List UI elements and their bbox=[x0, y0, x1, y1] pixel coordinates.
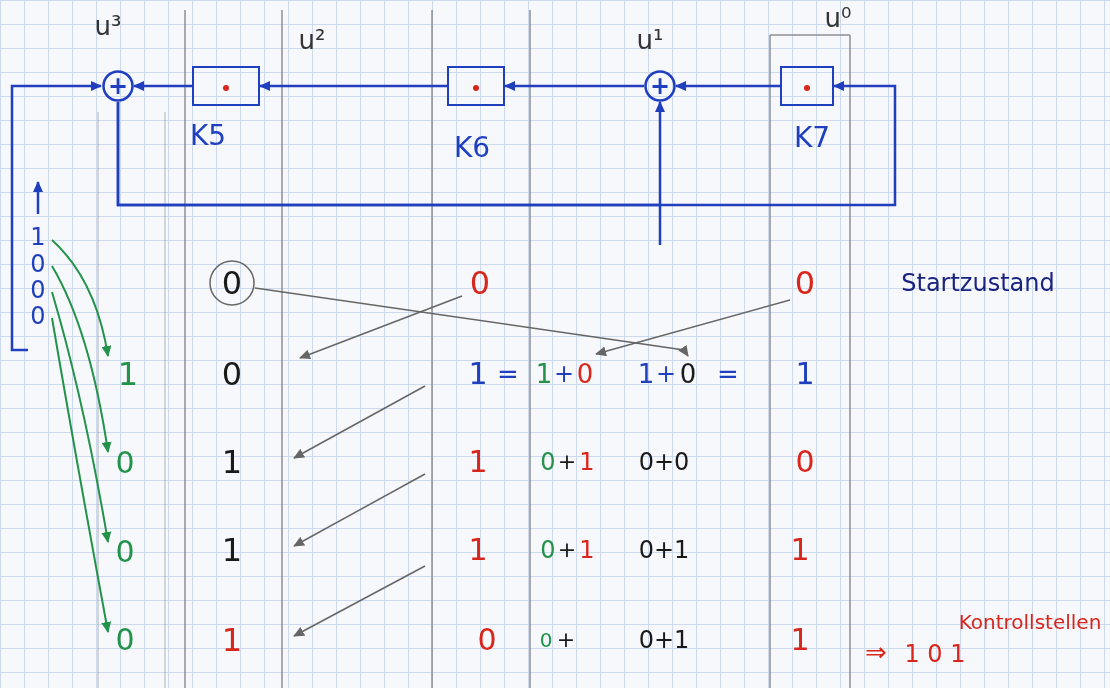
xor-outline bbox=[646, 72, 675, 101]
calc-term: + bbox=[654, 361, 678, 387]
state-bit: 1 bbox=[220, 623, 244, 657]
register-dot bbox=[804, 85, 810, 91]
calc-term: 1 bbox=[636, 360, 657, 388]
state-bit: 1 bbox=[793, 358, 816, 390]
register-name: K7 bbox=[794, 124, 830, 152]
input-shift-arrow bbox=[52, 292, 108, 542]
feedback-wire bbox=[676, 85, 780, 88]
calc-term: + bbox=[555, 628, 577, 652]
state-bit: 1 bbox=[466, 358, 489, 390]
shift-arrows bbox=[52, 240, 108, 632]
calc-term: 0 bbox=[538, 629, 555, 651]
input-bit: 0 bbox=[113, 447, 136, 479]
state-bit: 1 bbox=[466, 534, 489, 566]
xor-symbol: + bbox=[108, 74, 128, 98]
start-circle bbox=[210, 261, 254, 305]
register-dot bbox=[473, 85, 479, 91]
xor-symbol: + bbox=[650, 74, 670, 98]
input-bit: 1 bbox=[116, 357, 140, 391]
state-bit: 0 bbox=[220, 357, 244, 391]
pencil-arrow bbox=[294, 474, 425, 546]
check-bits: 1 0 1 bbox=[902, 641, 967, 667]
state-bit: 1 bbox=[466, 446, 489, 478]
state-bit: 0 bbox=[793, 446, 816, 478]
feedback-wire bbox=[260, 85, 447, 88]
input-wire bbox=[12, 86, 660, 350]
register-dot bbox=[223, 85, 229, 91]
column-line bbox=[770, 35, 850, 688]
calc-term: = bbox=[495, 360, 521, 388]
register-name: K6 bbox=[454, 134, 490, 162]
input-shift-arrow bbox=[52, 266, 108, 452]
feedback-wire bbox=[134, 85, 192, 88]
pencil-arrow bbox=[294, 386, 425, 458]
calc-term: 1 bbox=[534, 360, 555, 388]
column-heading: u¹ bbox=[635, 26, 666, 54]
input-bit: 0 bbox=[28, 303, 47, 329]
state-bit: 1 bbox=[788, 624, 811, 656]
input-bit: 0 bbox=[113, 536, 136, 568]
input-direction-arrow bbox=[37, 182, 40, 214]
calc-term: 0+1 bbox=[637, 627, 692, 653]
calc-term: 0+0 bbox=[637, 449, 692, 475]
column-heading: u³ bbox=[93, 12, 124, 40]
pencil-arrow bbox=[294, 566, 425, 636]
calc-term: 0 bbox=[538, 537, 557, 563]
input-shift-arrow bbox=[52, 318, 108, 632]
wire-stub bbox=[659, 205, 662, 245]
pencil-arrows bbox=[210, 261, 790, 636]
column-heading: u² bbox=[297, 26, 328, 54]
column-line bbox=[432, 10, 530, 688]
calc-term: + bbox=[556, 450, 578, 474]
calc-term: = bbox=[715, 360, 741, 388]
state-bit: 1 bbox=[220, 533, 244, 567]
calc-term: 0 bbox=[575, 360, 596, 388]
calc-term: + bbox=[552, 361, 576, 387]
state-bit: 1 bbox=[788, 534, 811, 566]
feedback-wire bbox=[118, 102, 660, 205]
state-bit: 0 bbox=[475, 624, 498, 656]
xor-adder: + bbox=[102, 70, 134, 102]
result-note: Kontrollstellen bbox=[957, 611, 1104, 633]
result-arrow: ⇒ bbox=[863, 638, 889, 666]
shift-register-cell: K5 bbox=[192, 66, 260, 106]
column-line bbox=[185, 10, 282, 688]
shift-register-cell: K7 bbox=[780, 66, 834, 106]
xor-adder: + bbox=[644, 70, 676, 102]
state-bit: 1 bbox=[220, 445, 244, 479]
feedback-wire bbox=[505, 85, 644, 88]
row-note: Startzustand bbox=[899, 270, 1057, 296]
pencil-arrow bbox=[596, 300, 790, 354]
calc-term: 1 bbox=[577, 449, 596, 475]
calc-term: 0 bbox=[538, 449, 557, 475]
calc-term: + bbox=[556, 538, 578, 562]
state-bit: 0 bbox=[468, 266, 492, 300]
column-heading: u⁰ bbox=[823, 4, 854, 32]
pencil-arrow bbox=[300, 296, 462, 358]
state-bit: 0 bbox=[220, 266, 244, 300]
register-name: K5 bbox=[190, 122, 226, 150]
feedback-wire bbox=[118, 86, 895, 205]
column-line bbox=[98, 112, 165, 688]
input-bit: 0 bbox=[28, 251, 47, 277]
calc-term: 1 bbox=[577, 537, 596, 563]
input-shift-arrow bbox=[52, 240, 108, 356]
state-bit: 0 bbox=[793, 266, 817, 300]
calc-term: 0 bbox=[678, 360, 699, 388]
input-bit: 0 bbox=[113, 624, 136, 656]
calc-term: 0+1 bbox=[637, 537, 692, 563]
input-bit: 0 bbox=[28, 277, 47, 303]
column-lines bbox=[98, 10, 850, 688]
input-bit: 1 bbox=[28, 224, 47, 250]
shift-register-cell: K6 bbox=[447, 66, 505, 106]
xor-outline bbox=[104, 72, 133, 101]
